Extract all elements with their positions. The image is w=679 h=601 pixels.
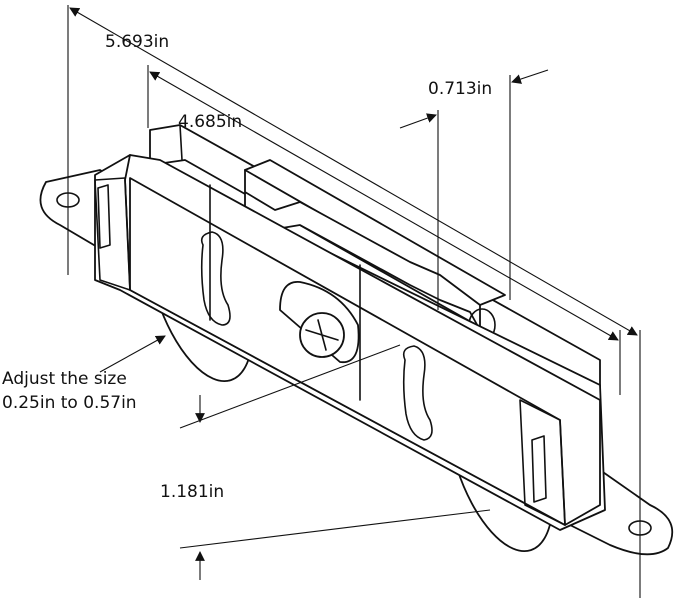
clip-tab-right [531,435,547,503]
adjust-slot-right [402,345,433,441]
body-length-dimension [149,71,619,341]
width-arrow-right [511,69,549,84]
adjust-label-line1: Adjust the size [2,369,127,389]
width-label: 0.713in [428,79,492,99]
width-arrow-left [399,113,437,129]
body-length-label: 4.685in [178,112,242,132]
height-label: 1.181in [160,482,224,502]
dimension-annotations [67,5,641,598]
overall-length-label: 5.693in [105,32,169,52]
adjust-leader-arrow [99,335,166,373]
adjust-label-line2: 0.25in to 0.57in [2,393,137,413]
